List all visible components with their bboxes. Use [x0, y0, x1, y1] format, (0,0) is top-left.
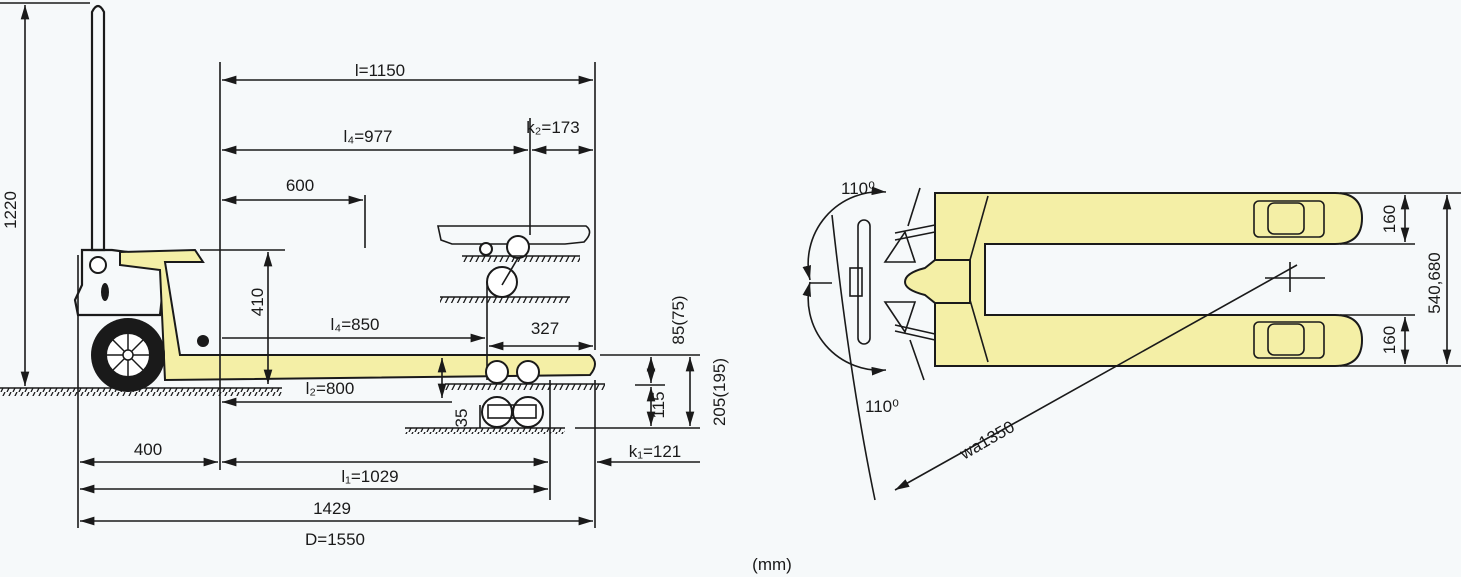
turning-radius-wa1350: wa1350: [956, 417, 1018, 464]
dim-l4-850: l₄=850: [330, 315, 379, 334]
dim-85-75: 85(75): [669, 295, 688, 344]
dim-205-195: 205(195): [710, 358, 729, 426]
handle-top: [857, 219, 871, 345]
dim-400: 400: [134, 440, 162, 459]
dim-600: 600: [286, 176, 314, 195]
dim-k2-173: k₂=173: [526, 118, 579, 137]
dim-k1-121: k₁=121: [629, 442, 682, 461]
top-view: 110⁰ 110⁰ wa1350 160 160 540,680: [802, 179, 1461, 501]
dim-410: 410: [248, 288, 267, 316]
units-label: (mm): [752, 555, 792, 574]
handle: [90, 4, 106, 252]
chassis-and-fork: [119, 248, 596, 382]
dim-115: 115: [649, 391, 668, 418]
dim-l4-977: l₄=977: [343, 127, 392, 146]
fork-frame: [934, 192, 1364, 367]
dim-D-1550: D=1550: [305, 530, 365, 549]
dim-l1-1029: l₁=1029: [341, 467, 398, 486]
dim-width-540-680: 540,680: [1425, 252, 1444, 313]
dim-35: 35: [452, 409, 471, 428]
side-view: 1220 410 l=1150 l₄=977 k₂=173 600 l₄=850…: [0, 2, 729, 549]
dim-1220: 1220: [1, 191, 20, 229]
dim-l-1150: l=1150: [355, 61, 405, 80]
dim-327: 327: [531, 319, 559, 338]
pump-base: [903, 259, 971, 304]
ground-hatch: [0, 388, 282, 396]
dim-l2-800: l₂=800: [306, 379, 355, 398]
dim-fork-160-top: 160: [1380, 205, 1399, 233]
angle-110-bottom: 110⁰: [865, 397, 899, 416]
angle-110-top: 110⁰: [841, 179, 875, 198]
dim-fork-160-bottom: 160: [1380, 326, 1399, 354]
dim-1429: 1429: [313, 499, 351, 518]
